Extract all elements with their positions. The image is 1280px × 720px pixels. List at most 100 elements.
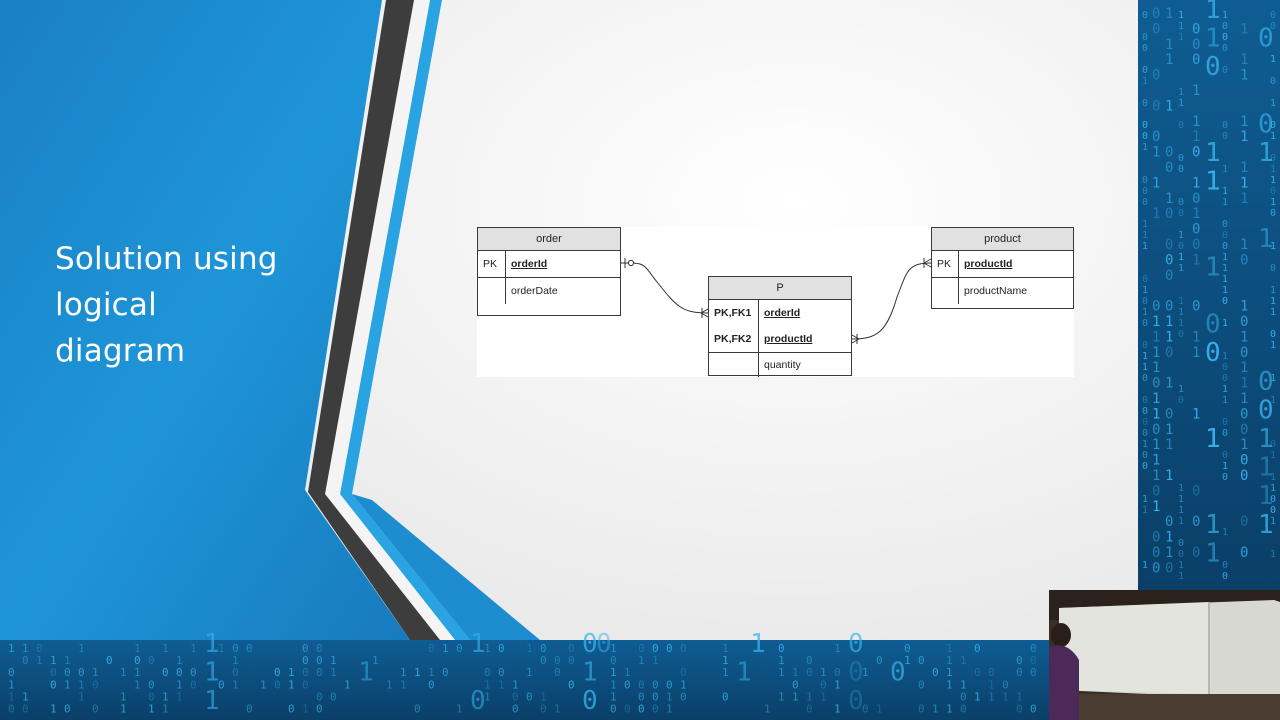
svg-text:1: 1 — [1142, 362, 1148, 373]
svg-text:0: 0 — [190, 666, 197, 679]
svg-text:1: 1 — [1240, 114, 1248, 130]
svg-text:1: 1 — [610, 642, 617, 655]
svg-text:0: 0 — [8, 703, 15, 716]
svg-text:1: 1 — [1142, 505, 1148, 516]
svg-text:1: 1 — [1165, 545, 1173, 561]
entity-order-row-2-key — [478, 278, 506, 304]
svg-text:1: 1 — [1142, 560, 1148, 571]
svg-text:1: 1 — [22, 642, 29, 655]
svg-text:0: 0 — [778, 642, 785, 655]
svg-text:0: 0 — [1142, 175, 1148, 186]
svg-text:0: 0 — [1270, 21, 1276, 32]
svg-text:1: 1 — [1222, 197, 1228, 208]
svg-text:1: 1 — [1178, 560, 1184, 571]
svg-text:0: 0 — [1142, 340, 1148, 351]
svg-text:1: 1 — [834, 678, 841, 691]
svg-text:0: 0 — [106, 654, 113, 667]
svg-text:1: 1 — [1258, 138, 1274, 168]
svg-text:0: 0 — [302, 642, 309, 655]
svg-text:1: 1 — [1152, 468, 1160, 484]
svg-text:1: 1 — [722, 654, 729, 667]
svg-text:1: 1 — [1178, 505, 1184, 516]
svg-text:1: 1 — [1240, 360, 1248, 376]
svg-text:1: 1 — [1152, 175, 1160, 191]
svg-text:1: 1 — [1192, 329, 1200, 345]
svg-text:1: 1 — [1178, 32, 1184, 43]
svg-text:1: 1 — [540, 690, 547, 703]
svg-text:1: 1 — [484, 642, 491, 655]
svg-text:1: 1 — [372, 654, 379, 667]
svg-text:1: 1 — [1192, 345, 1200, 361]
svg-text:0: 0 — [498, 642, 505, 655]
entity-order: order PK orderId orderDate — [477, 227, 621, 316]
svg-text:0: 0 — [1165, 299, 1173, 315]
svg-text:1: 1 — [1240, 160, 1248, 176]
svg-text:1: 1 — [1165, 314, 1173, 330]
svg-text:0: 0 — [1152, 483, 1160, 499]
svg-text:1: 1 — [1222, 263, 1228, 274]
svg-text:0: 0 — [876, 654, 883, 667]
svg-text:1: 1 — [1222, 164, 1228, 175]
svg-text:1: 1 — [512, 678, 519, 691]
svg-text:0: 0 — [456, 642, 463, 655]
svg-text:1: 1 — [428, 666, 435, 679]
svg-text:0: 0 — [1142, 131, 1148, 142]
svg-text:1: 1 — [652, 654, 659, 667]
svg-text:0: 0 — [1165, 406, 1173, 422]
svg-text:0: 0 — [1016, 666, 1023, 679]
svg-text:0: 0 — [1192, 191, 1200, 207]
svg-text:0: 0 — [1270, 505, 1276, 516]
svg-text:1: 1 — [1142, 494, 1148, 505]
svg-text:1: 1 — [1222, 461, 1228, 472]
svg-text:0: 0 — [92, 678, 99, 691]
svg-text:0: 0 — [1270, 208, 1276, 219]
svg-text:0: 0 — [638, 678, 645, 691]
svg-text:0: 0 — [1165, 560, 1173, 576]
svg-text:1: 1 — [162, 690, 169, 703]
svg-text:0: 0 — [1270, 186, 1276, 197]
svg-text:0: 0 — [1152, 530, 1160, 546]
svg-text:0: 0 — [1192, 237, 1200, 253]
svg-text:1: 1 — [960, 678, 967, 691]
svg-text:1: 1 — [750, 629, 766, 659]
svg-text:1: 1 — [1165, 191, 1173, 207]
svg-text:1: 1 — [148, 703, 155, 716]
svg-text:0: 0 — [806, 666, 813, 679]
svg-text:0: 0 — [1142, 450, 1148, 461]
svg-text:0: 0 — [1240, 545, 1248, 561]
svg-text:0: 0 — [1240, 345, 1248, 361]
svg-text:0: 0 — [1142, 186, 1148, 197]
svg-text:0: 0 — [582, 629, 598, 659]
svg-text:1: 1 — [1222, 285, 1228, 296]
svg-text:1: 1 — [1142, 307, 1148, 318]
svg-text:0: 0 — [1178, 120, 1184, 131]
svg-text:1: 1 — [1270, 98, 1276, 109]
entity-p-row-2: PK,FK2 productId — [709, 326, 851, 352]
svg-text:1: 1 — [862, 666, 869, 679]
svg-text:1: 1 — [78, 678, 85, 691]
svg-text:0: 0 — [680, 666, 687, 679]
svg-text:0: 0 — [862, 703, 869, 716]
svg-text:1: 1 — [1178, 384, 1184, 395]
entity-product-row-2-field: productName — [964, 285, 1028, 297]
svg-text:0: 0 — [610, 703, 617, 716]
svg-text:1: 1 — [582, 658, 598, 688]
svg-text:1: 1 — [484, 690, 491, 703]
slide-title-line-3: diagram — [55, 333, 186, 369]
svg-text:0: 0 — [1270, 439, 1276, 450]
svg-text:1: 1 — [50, 654, 57, 667]
svg-text:0: 0 — [1258, 109, 1274, 139]
svg-text:1: 1 — [1270, 54, 1276, 65]
svg-text:0: 0 — [316, 690, 323, 703]
svg-text:1: 1 — [1192, 114, 1200, 130]
svg-text:1: 1 — [1178, 10, 1184, 21]
svg-text:1: 1 — [946, 666, 953, 679]
svg-text:0: 0 — [64, 666, 71, 679]
svg-text:0: 0 — [1178, 208, 1184, 219]
svg-text:0: 0 — [918, 654, 925, 667]
svg-text:1: 1 — [1270, 340, 1276, 351]
svg-text:1: 1 — [1165, 437, 1173, 453]
svg-text:0: 0 — [1192, 222, 1200, 238]
svg-text:1: 1 — [414, 666, 421, 679]
svg-text:1: 1 — [484, 678, 491, 691]
